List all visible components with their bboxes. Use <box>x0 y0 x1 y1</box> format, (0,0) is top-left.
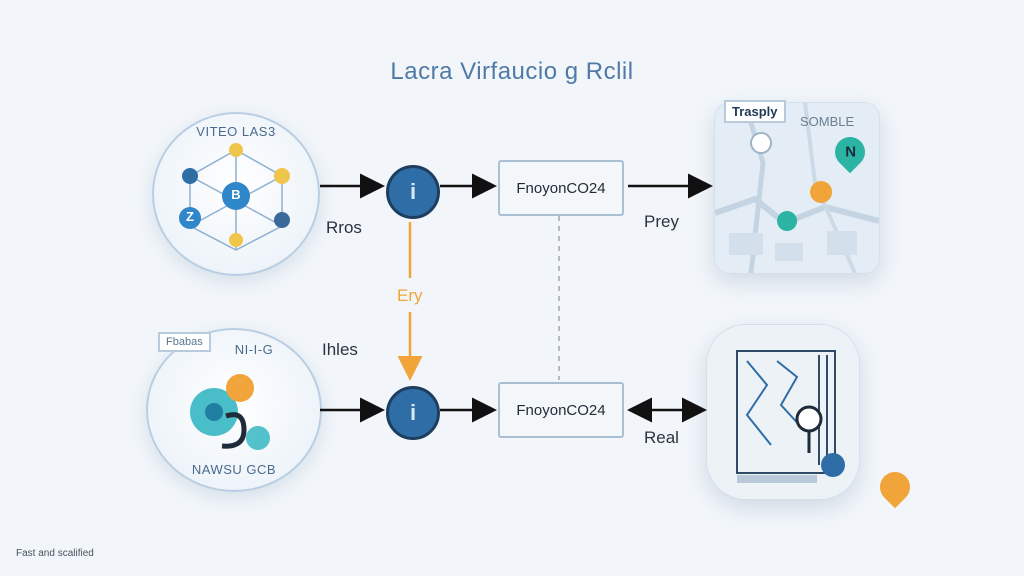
diagram-title: Lacra Virfaucio g Rclil <box>390 58 634 85</box>
network-node[interactable]: VITEO LAS3 B Z <box>152 112 320 276</box>
media-cluster-icon <box>190 374 270 450</box>
info-node-top[interactable]: i <box>386 165 440 219</box>
schematic-illustration <box>707 325 859 499</box>
footer-caption: Fast and scalified <box>16 548 94 559</box>
map-corner-label: SOMBLE <box>800 114 855 129</box>
map-pin-glyph: N <box>844 143 856 161</box>
edge-label-rros: Rros <box>326 218 362 237</box>
map-tag: Trasply <box>724 100 786 123</box>
node-ring-label: VITEO LAS3 <box>196 124 276 139</box>
info-icon: i <box>409 179 417 204</box>
edge-label-ery: Ery <box>397 286 423 305</box>
media-node[interactable]: NI-I-G NAWSU GCB <box>146 328 322 492</box>
edge-label-prey: Prey <box>644 212 679 231</box>
map-card-top[interactable]: N <box>714 102 880 274</box>
media-node-badge: Fbabas <box>158 332 211 352</box>
network-center-glyph: B <box>231 187 241 202</box>
node-ring-label-top: NI-I-G <box>234 342 274 357</box>
node-ring-label-bottom: NAWSU GCB <box>191 462 277 477</box>
location-pin-icon[interactable] <box>873 465 917 509</box>
process-box-bottom[interactable]: FnoyonCO24 <box>498 382 624 438</box>
map-card-bottom[interactable] <box>706 324 860 500</box>
process-box-top[interactable]: FnoyonCO24 <box>498 160 624 216</box>
map-background <box>715 103 879 273</box>
edge-label-real: Real <box>644 428 679 447</box>
network-side-glyph: Z <box>186 209 194 224</box>
network-graph-icon <box>179 143 290 251</box>
info-icon: i <box>409 400 417 425</box>
edge-label-ihles: Ihles <box>322 340 358 359</box>
info-node-bottom[interactable]: i <box>386 386 440 440</box>
